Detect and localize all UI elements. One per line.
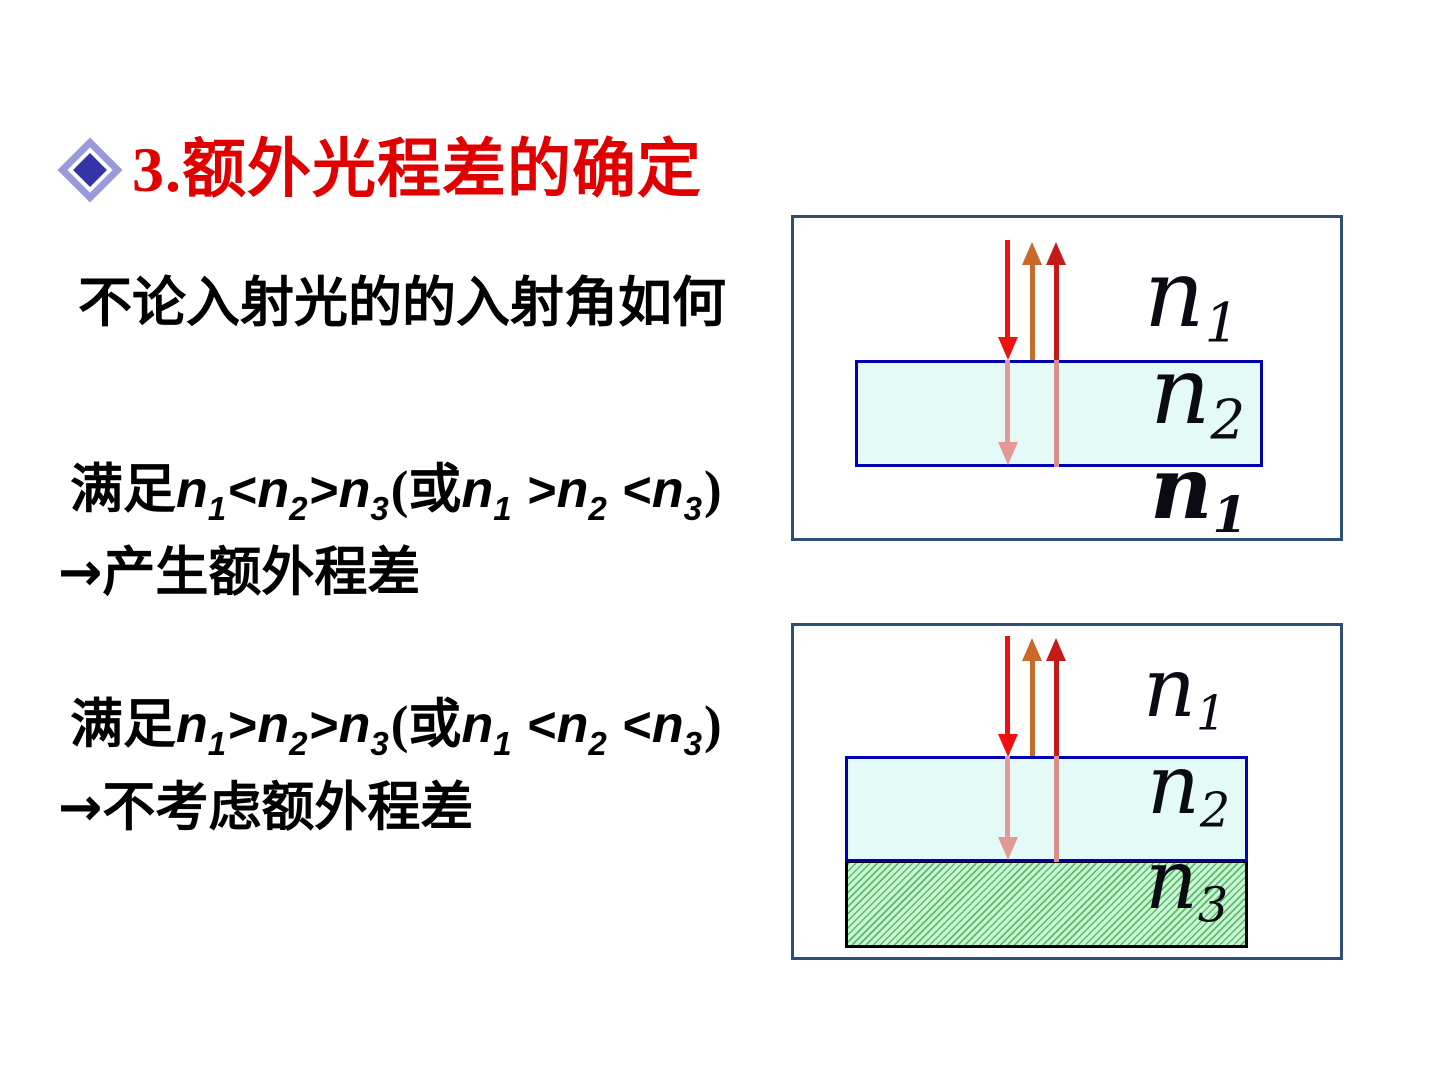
formula-segment: (或 bbox=[390, 461, 462, 519]
formula-segment: 1 bbox=[493, 490, 512, 527]
bottom-reflected-ray-arrowhead-icon bbox=[1046, 638, 1066, 661]
formula-segment: < bbox=[228, 462, 258, 518]
formula-segment: ) bbox=[704, 461, 722, 519]
formula-segment: n bbox=[338, 461, 371, 519]
formula-segment: 满足 bbox=[70, 461, 176, 519]
formula-segment: > bbox=[309, 462, 339, 518]
formula-segment: n bbox=[176, 461, 208, 519]
formula-segment: 不考虑额外程差 bbox=[102, 779, 474, 837]
formula-segment: 3 bbox=[683, 725, 702, 762]
formula-segment: ) bbox=[704, 696, 722, 754]
formula-segment: 2 bbox=[588, 490, 607, 527]
formula-segment: > bbox=[228, 697, 258, 753]
refracted-ray-shaft bbox=[1005, 360, 1010, 442]
incident-ray-arrowhead-icon bbox=[998, 734, 1018, 757]
film-layer-n2 bbox=[845, 756, 1248, 862]
formula-segment: 满足 bbox=[70, 696, 176, 754]
bottom-reflected-ray-arrowhead-icon bbox=[1046, 242, 1066, 265]
title-row: 3.额外光程差的确定 bbox=[57, 134, 702, 205]
formula-segment: n bbox=[257, 696, 290, 754]
surface-reflected-ray-arrowhead-icon bbox=[1022, 242, 1042, 265]
diamond-bullet-icon bbox=[57, 137, 123, 203]
condition-1-formula: 满足n1<n2>n3(或n1 >n2 <n3) bbox=[70, 461, 722, 526]
formula-segment: n bbox=[556, 696, 589, 754]
formula-segment: n bbox=[651, 696, 684, 754]
page-title: 3.额外光程差的确定 bbox=[132, 134, 702, 205]
medium-label-n1-above: n1 bbox=[1143, 641, 1227, 742]
formula-segment: n bbox=[556, 461, 589, 519]
refracted-ray-arrowhead-icon bbox=[998, 442, 1018, 465]
formula-segment: > bbox=[309, 697, 339, 753]
formula-segment: n bbox=[461, 461, 494, 519]
formula-segment: n bbox=[176, 696, 208, 754]
thin-film-diagram-no-extra-path: n1 n2 n3 bbox=[791, 623, 1343, 960]
intro-text: 不论入射光的的入射角如何 bbox=[78, 273, 726, 333]
medium-label-n1-below: n1 bbox=[1150, 438, 1248, 544]
bottom-reflected-ray-shaft bbox=[1054, 660, 1059, 756]
formula-segment: (或 bbox=[390, 696, 462, 754]
incident-ray-shaft bbox=[1005, 636, 1010, 734]
surface-reflected-ray-arrowhead-icon bbox=[1022, 638, 1042, 661]
formula-segment: 2 bbox=[289, 725, 308, 762]
medium-label-n2-film: n2 bbox=[1147, 738, 1231, 839]
condition-2-formula: 满足n1>n2>n3(或n1 <n2 <n3) bbox=[70, 696, 722, 761]
condition-1-result: →产生额外程差 bbox=[58, 546, 420, 600]
formula-segment: 1 bbox=[493, 725, 512, 762]
formula-segment: 1 bbox=[207, 490, 227, 527]
substrate-layer-n3 bbox=[845, 860, 1248, 948]
formula-segment: 3 bbox=[370, 725, 389, 762]
medium-label-n2-film: n2 bbox=[1150, 337, 1246, 452]
formula-segment: > bbox=[513, 462, 557, 518]
formula-segment: 产生额外程差 bbox=[102, 544, 421, 602]
formula-segment: < bbox=[513, 697, 557, 753]
formula-segment: n bbox=[338, 696, 371, 754]
refracted-ray-shaft bbox=[1005, 756, 1010, 837]
formula-segment: 2 bbox=[289, 490, 308, 527]
formula-segment: 1 bbox=[207, 725, 227, 762]
condition-2-result: →不考虑额外程差 bbox=[58, 781, 473, 835]
refracted-ray-arrowhead-icon bbox=[998, 837, 1018, 860]
film-layer-n2 bbox=[855, 360, 1263, 467]
formula-segment: → bbox=[58, 542, 103, 603]
medium-label-n3-below: n3 bbox=[1145, 833, 1229, 934]
incident-ray-shaft bbox=[1005, 240, 1010, 337]
incident-ray-arrowhead-icon bbox=[998, 337, 1018, 360]
surface-reflected-ray-shaft bbox=[1030, 264, 1035, 360]
formula-segment: < bbox=[608, 462, 652, 518]
formula-segment: 3 bbox=[370, 490, 389, 527]
formula-segment: → bbox=[58, 777, 103, 838]
formula-segment: n bbox=[651, 461, 684, 519]
thin-film-diagram-extra-path: n1 n2 n1 bbox=[791, 215, 1343, 541]
surface-reflected-ray-shaft bbox=[1030, 660, 1035, 756]
formula-segment: 2 bbox=[588, 725, 607, 762]
formula-segment: < bbox=[608, 697, 652, 753]
formula-segment: 3 bbox=[683, 490, 702, 527]
bottom-reflected-ray-inside-film bbox=[1054, 756, 1059, 862]
formula-segment: n bbox=[257, 461, 290, 519]
bottom-reflected-ray-shaft bbox=[1054, 264, 1059, 360]
bottom-reflected-ray-inside-film bbox=[1054, 360, 1059, 467]
formula-segment: n bbox=[461, 696, 494, 754]
medium-label-n1-above: n1 bbox=[1144, 240, 1240, 355]
